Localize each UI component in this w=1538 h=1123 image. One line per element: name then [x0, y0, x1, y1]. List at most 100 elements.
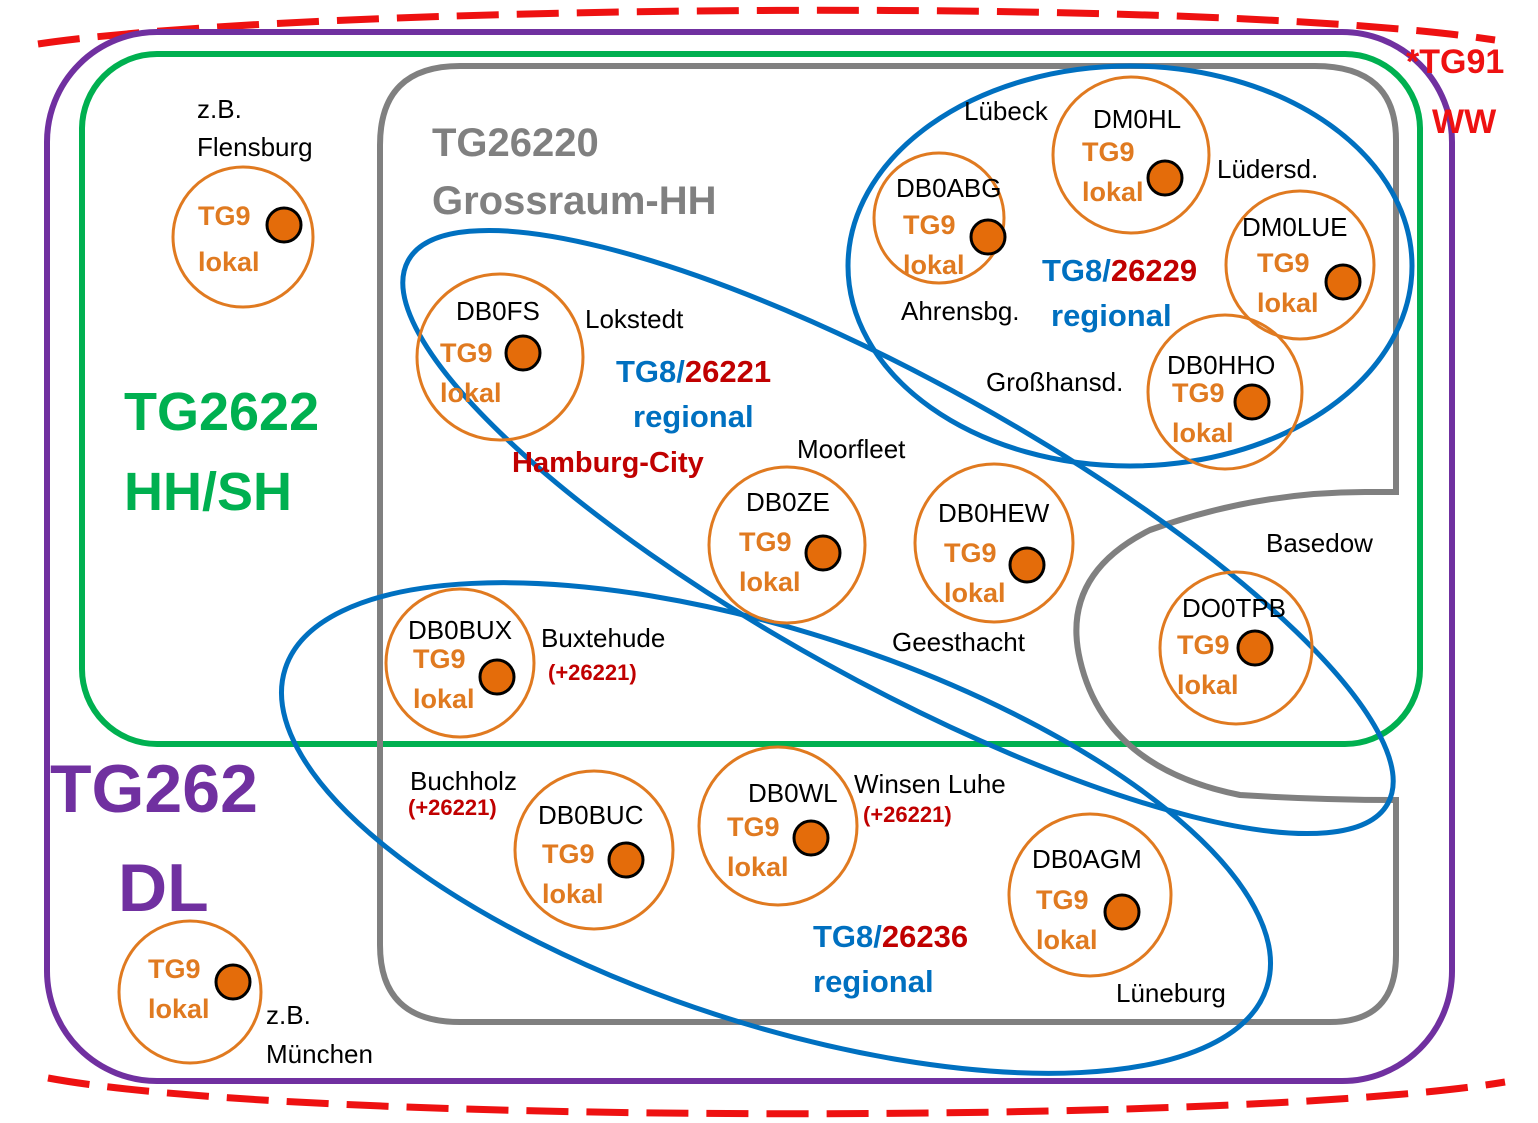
repeater-lokal-label: lokal — [1177, 670, 1239, 700]
place-muenchen-line1: z.B. — [266, 1000, 311, 1030]
repeater-callsign: DB0FS — [456, 296, 540, 326]
repeater-db0buc: TG9 lokal DB0BUC — [513, 769, 675, 931]
repeater-circle — [171, 165, 315, 309]
repeater-tg9-label: TG9 — [903, 210, 956, 240]
repeater-dm0hl: TG9 lokal DM0HL — [1051, 75, 1211, 235]
node-dot — [804, 534, 842, 572]
node-dot — [1236, 629, 1274, 667]
repeater-tg9-label: TG9 — [148, 954, 201, 984]
ww-boundary-top — [37, 6, 1496, 48]
repeater-lokal-label: lokal — [903, 250, 965, 280]
repeater-callsign: DB0WL — [748, 778, 838, 808]
grossraum-boundary — [377, 63, 1399, 1025]
luebeck-region-sub: regional — [1051, 298, 1172, 333]
repeater-circle — [872, 151, 1006, 285]
repeater-lokal-label: lokal — [198, 247, 260, 277]
place-luedersd: Lüdersd. — [1217, 154, 1318, 184]
node-dot — [1103, 893, 1141, 931]
repeater-muenchen: TG9 lokal — [117, 919, 263, 1065]
node-dot — [478, 658, 516, 696]
repeater-tg9-label: TG9 — [1082, 137, 1135, 167]
hhsh-boundary — [79, 51, 1423, 747]
grossraum-label-line1: TG26220 — [432, 121, 599, 165]
repeater-tg9-label: TG9 — [1177, 630, 1230, 660]
repeater-lokal-label: lokal — [148, 994, 210, 1024]
repeater-tg9-label: TG9 — [413, 644, 466, 674]
place-luebeck: Lübeck — [964, 96, 1049, 126]
repeater-tg9-label: TG9 — [944, 538, 997, 568]
repeater-tg9-label: TG9 — [1172, 378, 1225, 408]
place-labels: z.B. Flensburg z.B. München Lokstedt Ahr… — [197, 94, 1373, 1069]
repeater-db0hew: TG9 lokal DB0HEW — [913, 462, 1075, 624]
node-dot — [1146, 159, 1184, 197]
place-grosshansd: Großhansd. — [986, 367, 1123, 397]
ww-label-line2: WW — [1432, 103, 1497, 141]
repeater-tg9-label: TG9 — [739, 527, 792, 557]
repeater-tg9-label: TG9 — [542, 839, 595, 869]
node-dot — [504, 334, 542, 372]
repeater-callsign: DM0LUE — [1242, 212, 1347, 242]
note-buxtehude: (+26221) — [548, 660, 637, 685]
repeater-db0abg: TG9 lokal DB0ABG — [872, 151, 1007, 285]
repeater-lokal-label: lokal — [944, 578, 1006, 608]
south-region-sub: regional — [813, 964, 934, 999]
repeater-circle — [1051, 75, 1211, 235]
repeater-callsign: DB0ZE — [746, 487, 830, 517]
repeater-db0fs: TG9 lokal DB0FS — [415, 272, 585, 442]
repeater-lokal-label: lokal — [739, 567, 801, 597]
place-buxtehude: Buxtehude — [541, 623, 665, 653]
ww-boundary-bottom — [47, 1074, 1506, 1118]
repeater-callsign: DB0BUX — [408, 615, 512, 645]
node-dot — [969, 218, 1007, 256]
node-dot — [792, 819, 830, 857]
repeater-circle — [913, 462, 1075, 624]
dl-label-line2: DL — [118, 850, 209, 926]
repeater-callsign: DB0HEW — [938, 498, 1050, 528]
repeater-callsign: DB0ABG — [896, 173, 1002, 203]
luebeck-region-boundary — [845, 63, 1415, 469]
node-dot — [607, 841, 645, 879]
repeater-nodes: TG9lokalTG9lokalTG9lokalDB0FSTG9lokalDB0… — [117, 75, 1376, 1065]
repeater-lokal-label: lokal — [1172, 418, 1234, 448]
grossraum-label-line2: Grossraum-HH — [432, 179, 717, 223]
repeater-tg9-label: TG9 — [1036, 885, 1089, 915]
repeater-circle — [1146, 313, 1304, 471]
repeater-lokal-label: lokal — [1257, 288, 1319, 318]
repeater-callsign: DM0HL — [1093, 104, 1181, 134]
place-basedow: Basedow — [1266, 528, 1373, 558]
repeater-lokal-label: lokal — [440, 378, 502, 408]
dl-label-line1: TG262 — [50, 751, 258, 827]
repeater-lokal-label: lokal — [1082, 177, 1144, 207]
hhsh-label-line1: TG2622 — [124, 382, 319, 442]
ww-label: *TG91 — [1406, 43, 1504, 81]
node-dot — [1008, 546, 1046, 584]
city-region-name: Hamburg-City — [512, 447, 704, 479]
repeater-circle — [1158, 570, 1314, 726]
repeater-tg9-label: TG9 — [440, 338, 493, 368]
hhsh-label-line2: HH/SH — [124, 462, 292, 522]
place-lokstedt: Lokstedt — [585, 304, 684, 334]
note-buchholz: (+26221) — [408, 795, 497, 820]
place-lueneburg: Lüneburg — [1116, 978, 1226, 1008]
node-dot — [214, 963, 252, 1001]
note-winsen: (+26221) — [863, 802, 952, 827]
repeater-lokal-label: lokal — [542, 879, 604, 909]
repeater-circle — [384, 587, 536, 739]
place-moorfleet: Moorfleet — [797, 434, 906, 464]
repeater-tg9-label: TG9 — [727, 812, 780, 842]
south-region-boundary — [279, 580, 1273, 1076]
place-geesthacht: Geesthacht — [892, 627, 1026, 657]
repeater-db0ze: TG9 lokal DB0ZE — [707, 465, 867, 625]
repeater-callsign: DB0BUC — [538, 800, 643, 830]
place-ahrensbg: Ahrensbg. — [901, 296, 1020, 326]
place-flensburg-line1: z.B. — [197, 94, 242, 124]
city-region-sub: regional — [633, 399, 754, 434]
repeater-callsign: DB0AGM — [1032, 844, 1142, 874]
luebeck-region-label: TG8/26229 — [1042, 253, 1197, 288]
